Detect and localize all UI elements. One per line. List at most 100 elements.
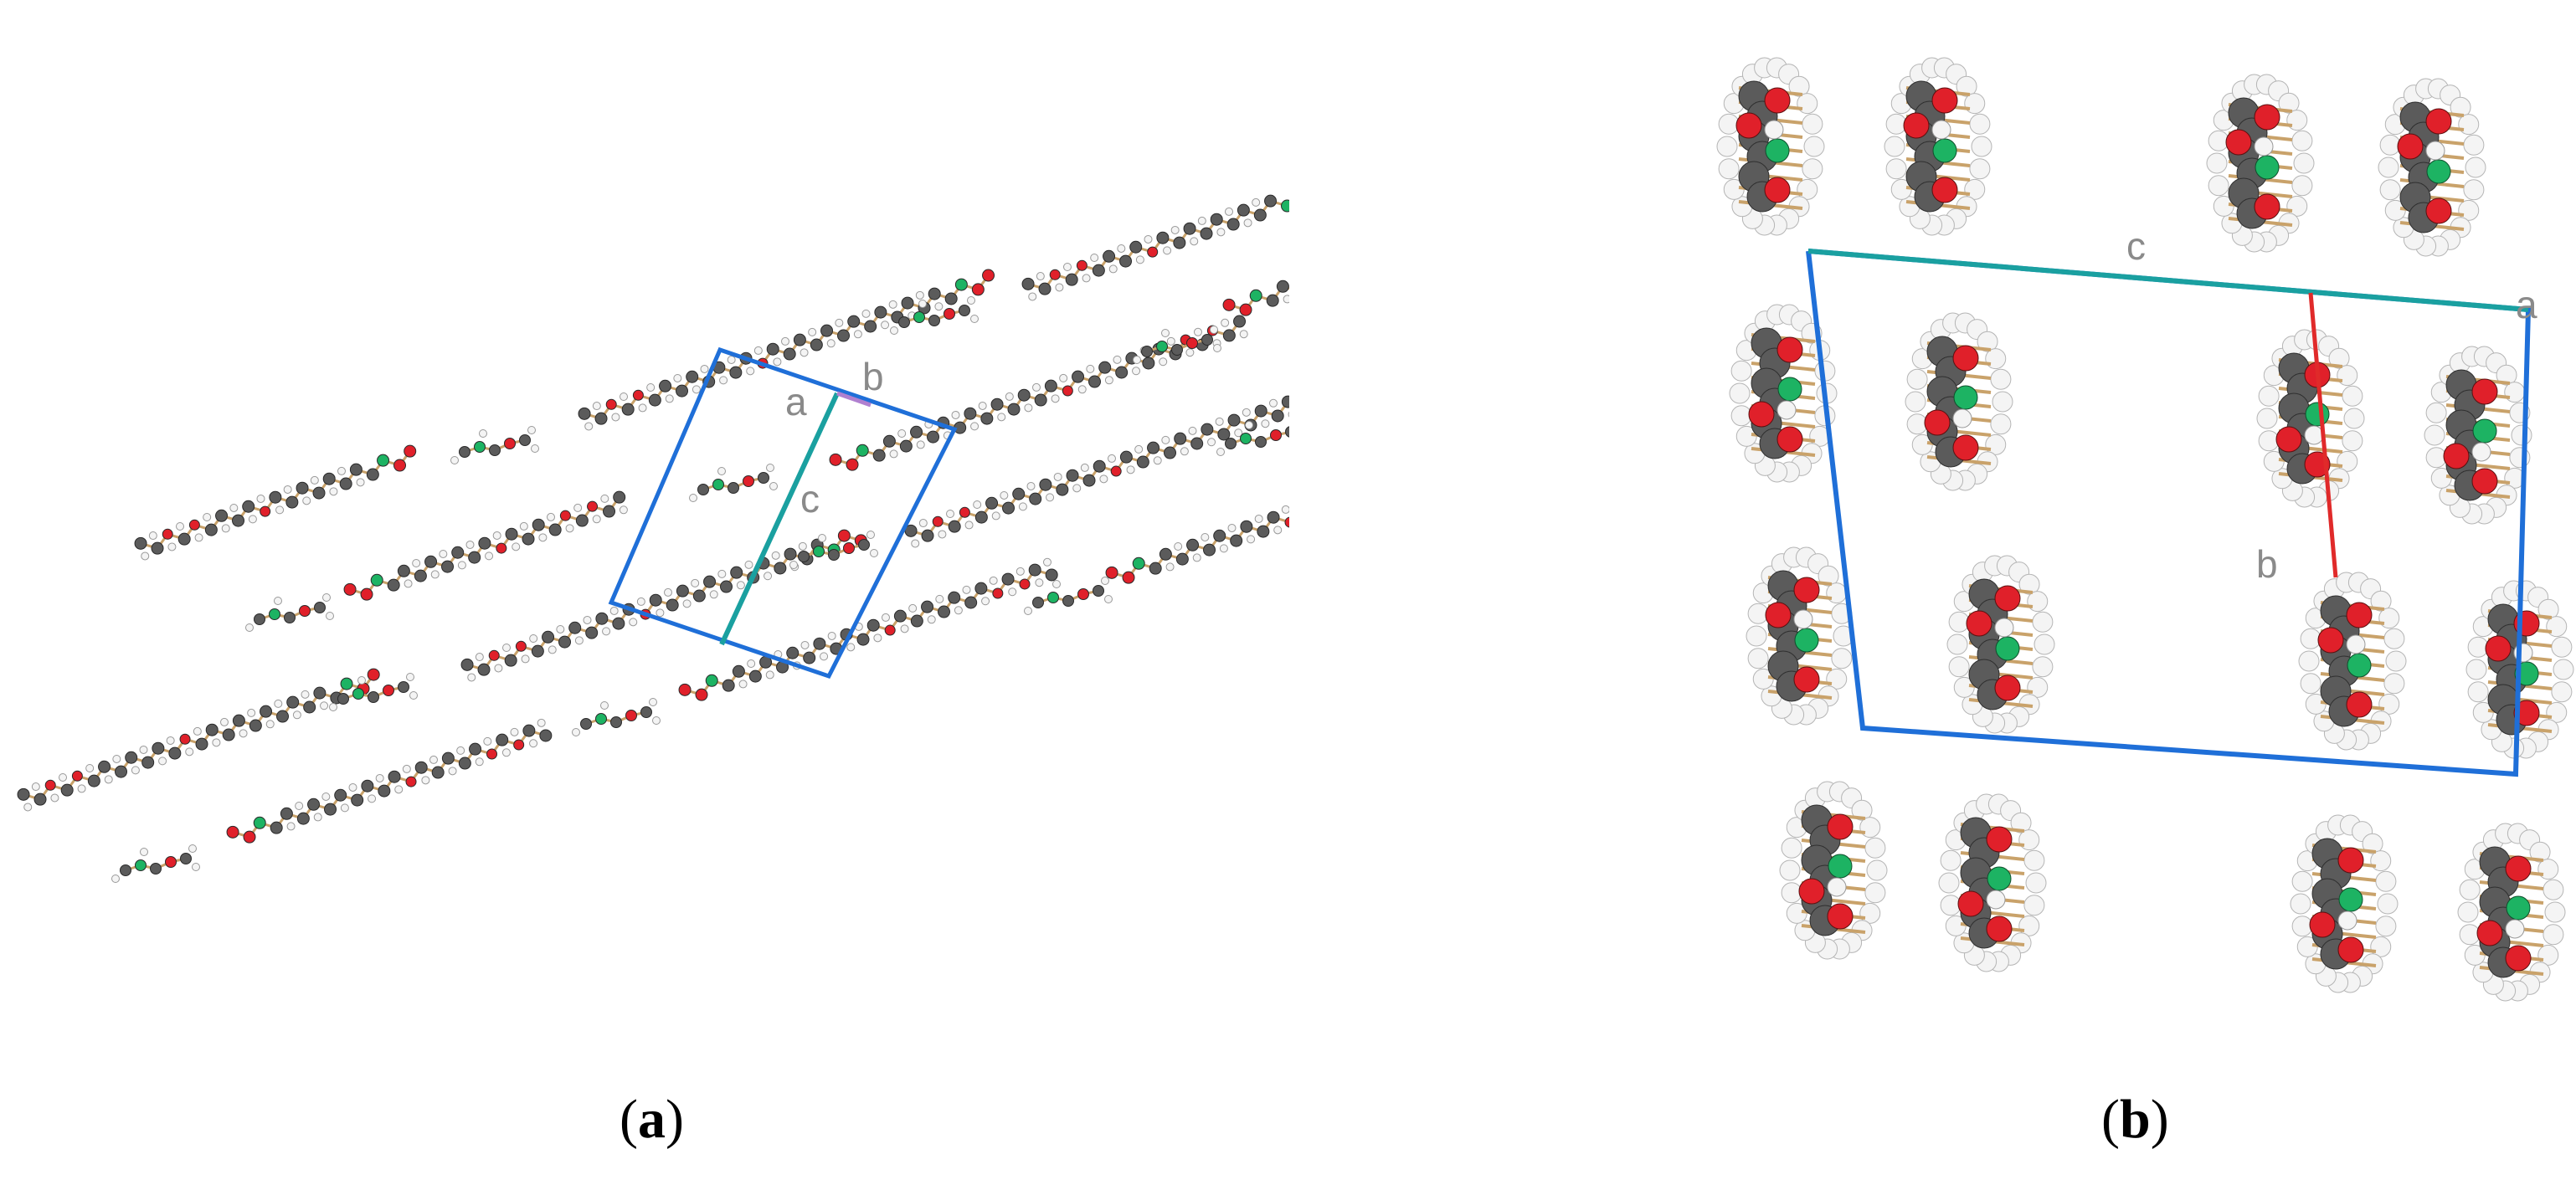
atom xyxy=(2459,924,2481,946)
atom xyxy=(1994,618,2014,638)
atom xyxy=(594,412,608,425)
atom xyxy=(2472,418,2497,444)
atom xyxy=(310,475,319,485)
atom xyxy=(1066,469,1079,482)
atom xyxy=(1219,544,1228,553)
atom xyxy=(1730,405,1752,427)
axis-b-line xyxy=(2308,292,2338,578)
solvent-molecule xyxy=(329,673,418,711)
atom xyxy=(1994,675,2021,701)
atom xyxy=(477,663,491,676)
atom xyxy=(2255,155,2280,180)
atom xyxy=(2375,916,2397,937)
atom xyxy=(944,308,955,320)
atom xyxy=(284,612,296,623)
atom xyxy=(1183,222,1196,235)
atom xyxy=(2293,152,2315,174)
atom xyxy=(827,631,836,640)
atom xyxy=(565,524,574,533)
atom xyxy=(800,348,809,357)
atom xyxy=(2544,901,2566,923)
atom xyxy=(2317,627,2344,654)
atom xyxy=(131,766,140,775)
atom xyxy=(1990,413,2012,435)
atom xyxy=(2305,402,2330,427)
atom xyxy=(1216,448,1225,456)
solvent-molecule xyxy=(572,698,661,736)
atom xyxy=(1803,136,1825,157)
atom xyxy=(910,425,923,439)
atom xyxy=(256,494,265,503)
atom xyxy=(2343,408,2365,429)
atom xyxy=(1718,158,1740,180)
atom xyxy=(1746,625,1767,647)
atom xyxy=(475,757,484,767)
atom xyxy=(764,572,773,581)
atom xyxy=(1884,136,1905,157)
atom xyxy=(1103,249,1116,263)
atom xyxy=(1243,218,1252,228)
atom xyxy=(992,587,1004,599)
atom xyxy=(1192,553,1201,562)
atom xyxy=(2027,591,2049,613)
atom xyxy=(1281,505,1289,514)
atom xyxy=(1088,375,1102,388)
atom xyxy=(283,485,292,494)
atom xyxy=(1190,437,1204,450)
atom xyxy=(991,511,1000,521)
atom xyxy=(2463,134,2485,156)
atom xyxy=(2347,653,2372,678)
atom xyxy=(2425,141,2445,161)
atom xyxy=(2385,650,2407,672)
atom xyxy=(2032,656,2054,678)
atom xyxy=(916,440,925,449)
atom xyxy=(1788,75,1810,97)
atom xyxy=(469,742,482,756)
atom xyxy=(1906,368,1928,390)
atom xyxy=(2425,197,2452,224)
molecule-layer xyxy=(17,194,1289,883)
atom xyxy=(1270,429,1282,441)
atom xyxy=(489,444,501,456)
atom xyxy=(793,333,806,346)
atom xyxy=(1931,120,1951,140)
atom xyxy=(1108,264,1118,274)
atom xyxy=(1173,236,1186,249)
atom xyxy=(1164,446,1177,459)
atom xyxy=(513,739,525,751)
atom xyxy=(404,579,413,588)
atom xyxy=(2378,156,2399,178)
atom xyxy=(1113,355,1122,364)
atom xyxy=(705,674,718,687)
atom xyxy=(378,784,391,798)
atom xyxy=(911,539,920,548)
atom xyxy=(162,528,173,540)
atom xyxy=(1101,577,1109,585)
atom xyxy=(829,453,842,466)
atom xyxy=(1188,426,1197,435)
molecule-stack xyxy=(1884,57,1992,236)
atom xyxy=(98,760,111,773)
atom xyxy=(50,793,59,803)
atom xyxy=(421,776,430,785)
atom xyxy=(387,578,400,592)
atom xyxy=(33,792,47,806)
atom xyxy=(31,782,40,792)
atom xyxy=(1115,366,1129,379)
atom xyxy=(456,746,465,755)
atom xyxy=(414,569,427,582)
atom xyxy=(736,581,745,590)
atom xyxy=(1215,417,1224,426)
atom xyxy=(1940,895,1962,916)
atom xyxy=(944,292,958,305)
atom xyxy=(398,681,409,693)
atom xyxy=(959,506,970,518)
atom xyxy=(600,494,609,503)
atom xyxy=(781,336,790,346)
atom xyxy=(2543,924,2564,946)
atom xyxy=(888,300,897,309)
atom xyxy=(1239,303,1252,316)
atom xyxy=(1104,595,1113,603)
molecule xyxy=(343,490,628,601)
atom xyxy=(747,659,756,668)
